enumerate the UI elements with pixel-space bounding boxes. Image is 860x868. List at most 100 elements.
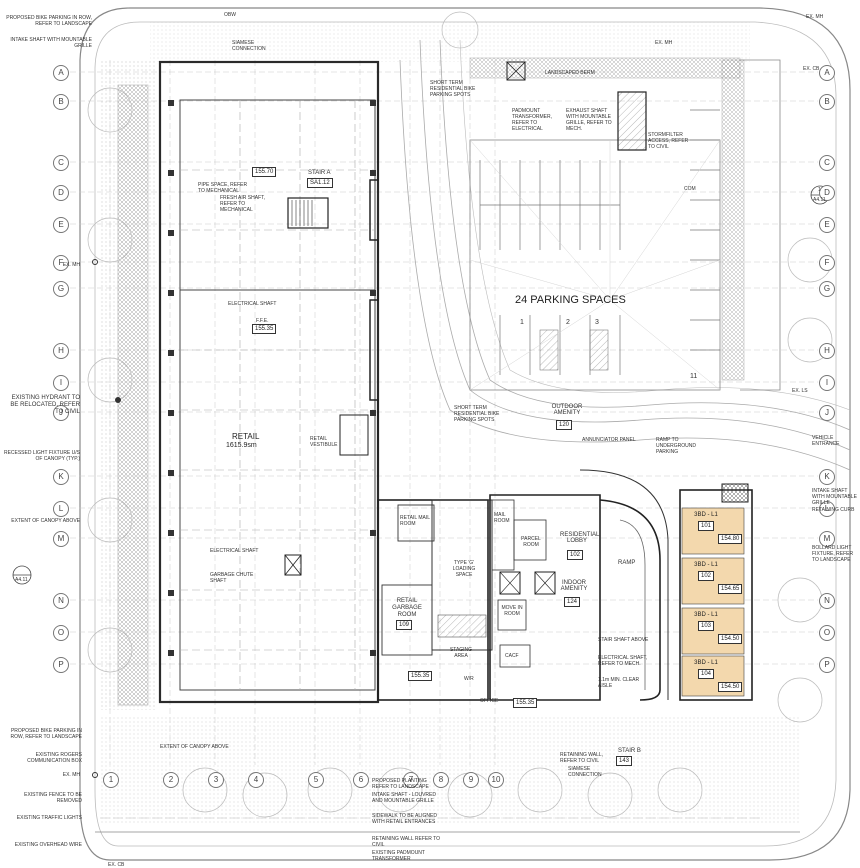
manhole-marker (92, 259, 98, 265)
grid-row-F-right: F (819, 255, 835, 271)
residential-lobby-name: RESIDENTIAL LOBBY (560, 532, 600, 544)
loading-name: TYPE 'G' LOADING SPACE (452, 560, 476, 578)
townhouse-block (679, 489, 753, 701)
inner-sidewalk-line (94, 21, 837, 847)
east-driveway-edge (740, 59, 781, 391)
grid-row-C-right: C (819, 155, 835, 171)
unit-ffe-102: 154.65 (718, 584, 743, 594)
ramp-name: RAMP (618, 560, 636, 566)
note-top-0: PADMOUNT TRANSFORMER, REFER TO ELECTRICA… (512, 108, 552, 132)
stair-a-tag: SA1.12 (307, 178, 333, 188)
note-int-9: ELECTRICAL SHAFT, REFER TO MECH. (598, 655, 648, 667)
section-mark-east-sheet: A4.11 (813, 197, 826, 203)
grid-row-M-left: M (53, 531, 69, 547)
stair-a-treads (291, 200, 313, 226)
wr-name: W/R (464, 676, 474, 682)
note-bottom-6: RETAINING WALL, REFER TO CIVIL (560, 752, 604, 764)
grid-row-J-right: J (819, 405, 835, 421)
grid-row-E-left: E (53, 217, 69, 233)
site-mark-2: EX. CB (803, 66, 820, 72)
unit-type-101: 3BD - L1 (694, 512, 718, 518)
note-top-2: STORMFILTER ACCESS, REFER TO CIVIL (648, 132, 689, 150)
grid-row-P-right: P (819, 657, 835, 673)
note-int-5: ANNUNCIATOR PANEL (582, 437, 636, 443)
grid-row-E-right: E (819, 217, 835, 233)
note-right-0: VEHICLE ENTRANCE (812, 435, 840, 447)
grid-col-4: 4 (248, 772, 264, 788)
site-mark-3: EX. MH (655, 40, 673, 46)
exhaust-shaft-grille (617, 91, 647, 151)
grid-col-3: 3 (208, 772, 224, 788)
west-planter (117, 84, 149, 706)
note-right-2: RETAINING CURB (812, 507, 855, 513)
section-mark-west-sheet: A4.11 (15, 577, 28, 583)
note-bottom-7: SIAMESE CONNECTION (568, 766, 602, 778)
outdoor-amenity-name: OUTDOOR AMENITY (551, 404, 583, 416)
chute-box (284, 554, 302, 576)
note-top-1: EXHAUST SHAFT WITH MOUNTABLE GRILLE, REF… (566, 108, 612, 132)
retail-mail-room-name: RETAIL MAIL ROOM (400, 515, 430, 527)
grid-col-9: 9 (463, 772, 479, 788)
padmount-transformer (506, 61, 526, 81)
unit-ffe-104: 154.50 (718, 682, 743, 692)
note-bottom-1: PROPOSED PLANTING REFER TO LANDSCAPE (372, 778, 429, 790)
move-in-room-wall (497, 599, 527, 631)
grid-row-A-right: A (819, 65, 835, 81)
note-left-8: EX. MH (62, 772, 80, 778)
grid-row-H-right: H (819, 343, 835, 359)
grid-row-D-right: D (819, 185, 835, 201)
grid-lines-vertical (109, 60, 496, 765)
note-int-2: FRESH AIR SHAFT, REFER TO MECHANICAL (220, 195, 266, 213)
staging-name: STAGING AREA (449, 647, 473, 659)
parking-label: 24 PARKING SPACES (515, 294, 626, 306)
note-left-10: EXISTING TRAFFIC LIGHTS (16, 815, 82, 821)
grid-row-G-left: G (53, 281, 69, 297)
grid-row-H-left: H (53, 343, 69, 359)
note-int-6: RAMP TO UNDERGROUND PARKING (656, 437, 696, 455)
property-line (79, 7, 851, 861)
elevator-1 (499, 571, 521, 595)
grid-row-C-left: C (53, 155, 69, 171)
grid-row-P-left: P (53, 657, 69, 673)
parking-lot-outline (469, 139, 721, 391)
note-bottom-2: INTAKE SHAFT - LOUVRED AND MOUNTABLE GRI… (372, 792, 436, 804)
drive-aisle-curve-2 (439, 39, 851, 431)
unit-type-104: 3BD - L1 (694, 660, 718, 666)
residential-block (489, 494, 601, 701)
note-left-11: EXISTING OVERHEAD WIRE (14, 842, 82, 848)
grid-row-L-right: L (819, 501, 835, 517)
site-mark-6: COM (684, 186, 696, 192)
indoor-amenity-tag: 124 (564, 597, 581, 607)
stair-a-core (287, 197, 329, 229)
note-bottom-4: RETAINING WALL REFER TO CIVIL (372, 836, 440, 848)
retail-vestibule-wall (339, 414, 369, 456)
loading-space (431, 499, 493, 651)
grid-col-8: 8 (433, 772, 449, 788)
grid-row-I-right: I (819, 375, 835, 391)
retail-vestibule-label: RETAIL VESTIBULE (310, 436, 338, 448)
office-name: OFFICE (480, 698, 499, 704)
loading-hatch (437, 614, 487, 638)
parcel-room-wall (513, 519, 547, 561)
grid-col-10: 10 (488, 772, 504, 788)
note-int-0: ELECTRICAL SHAFT (228, 301, 277, 307)
residential-lobby-tag: 102 (567, 550, 584, 560)
grid-col-7: 7 (403, 772, 419, 788)
retail-east-facade (369, 100, 379, 480)
garbage-tag: 109 (396, 620, 413, 630)
retail-ffe-tag: 155.35 (252, 324, 277, 334)
retail-slab (179, 99, 376, 691)
north-sidewalk (150, 22, 750, 62)
parcel-room-name: PARCEL ROOM (521, 536, 541, 548)
elevator-2 (534, 571, 556, 595)
note-top-5: SHORT TERM RESIDENTIAL BIKE PARKING SPOT… (430, 80, 476, 98)
grid-row-N-right: N (819, 593, 835, 609)
move-in-name: MOVE IN ROOM (501, 605, 523, 617)
grid-row-M-right: M (819, 531, 835, 547)
drive-aisle-curve-1 (419, 39, 851, 451)
manhole-marker-2 (92, 772, 98, 778)
grid-row-B-right: B (819, 94, 835, 110)
cacf-name: CACF (505, 653, 519, 659)
grid-row-B-left: B (53, 94, 69, 110)
unit-103-fill (681, 607, 745, 655)
